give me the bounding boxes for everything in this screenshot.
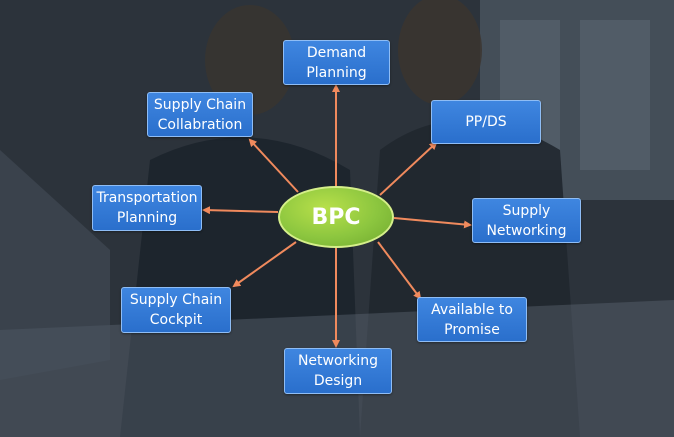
- arrow-to-transportation-planning: [202, 206, 279, 215]
- node-label: Networking Design: [297, 353, 379, 389]
- node-label: Transportation Planning: [96, 190, 198, 226]
- node-supply-chain-cockpit: Supply Chain Cockpit: [121, 287, 231, 333]
- node-transportation-planning: Transportation Planning: [92, 185, 202, 231]
- arrow-to-supply-chain-cockpit: [232, 241, 297, 288]
- node-available-to-promise: Available to Promise: [417, 297, 527, 342]
- arrow-to-available-to-promise: [377, 241, 422, 300]
- arrow-to-supply-chain-collaboration: [248, 138, 299, 193]
- node-label: Supply Networking: [486, 202, 567, 239]
- node-pp-ds: PP/DS: [431, 100, 541, 144]
- node-label: PP/DS: [465, 114, 507, 130]
- node-networking-design: Networking Design: [284, 348, 392, 394]
- node-label: Supply Chain Collabration: [153, 96, 247, 133]
- hub-label: BPC: [311, 204, 361, 230]
- hub-bpc: BPC: [278, 186, 394, 248]
- arrow-to-supply-networking: [393, 217, 472, 229]
- node-label: Supply Chain Cockpit: [129, 292, 223, 328]
- arrow-to-pp-ds: [379, 141, 438, 196]
- node-supply-networking: Supply Networking: [472, 198, 581, 243]
- node-label: Available to Promise: [431, 301, 513, 338]
- node-label: Demand Planning: [306, 44, 367, 81]
- node-demand-planning: Demand Planning: [283, 40, 390, 85]
- node-supply-chain-collaboration: Supply Chain Collabration: [147, 92, 253, 137]
